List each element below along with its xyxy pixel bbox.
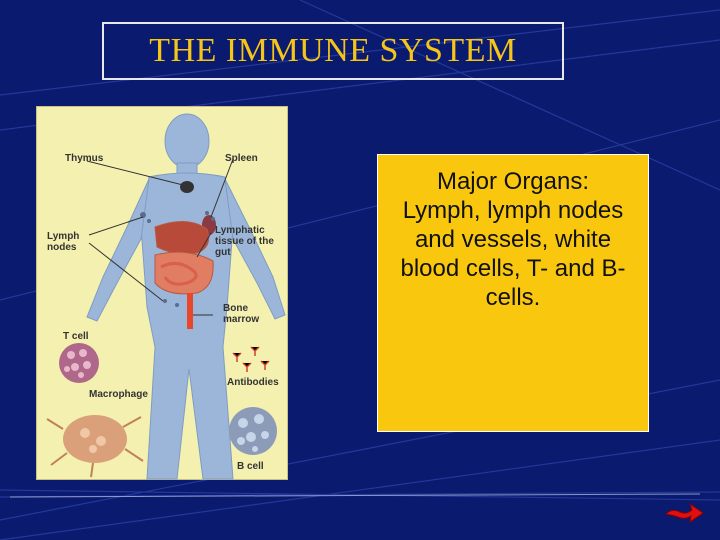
t-cell-illustration: [59, 343, 99, 383]
label-bone-marrow: Bone marrow: [223, 303, 260, 325]
label-lymphatic-gut: Lymphatic tissue of the gut: [215, 225, 274, 258]
slide-title: THE IMMUNE SYSTEM: [149, 32, 517, 69]
label-lymph-nodes: Lymph nodes: [47, 231, 80, 253]
red-arrow-right-icon[interactable]: [664, 500, 704, 524]
label-t-cell: T cell: [63, 331, 89, 342]
title-box: THE IMMUNE SYSTEM: [102, 22, 564, 80]
label-b-cell: B cell: [237, 461, 264, 472]
body-diagram: [46, 113, 286, 480]
major-organs-text: Lymph, lymph nodes and vessels, white bl…: [400, 197, 626, 311]
b-cell-illustration: [229, 407, 277, 455]
label-thymus: Thymus: [65, 153, 104, 164]
thymus-organ: [180, 181, 194, 193]
immune-system-figure: Thymus Spleen Lymph nodes Lymphatic tiss…: [36, 106, 288, 480]
label-macrophage: Macrophage: [89, 389, 148, 400]
major-organs-box: Major Organs: Lymph, lymph nodes and ves…: [377, 154, 649, 432]
label-spleen: Spleen: [225, 153, 258, 164]
antibodies-illustration: [232, 346, 270, 372]
major-organs-heading: Major Organs:: [436, 168, 590, 195]
macrophage-illustration: [46, 415, 144, 478]
label-antibodies: Antibodies: [227, 377, 279, 388]
